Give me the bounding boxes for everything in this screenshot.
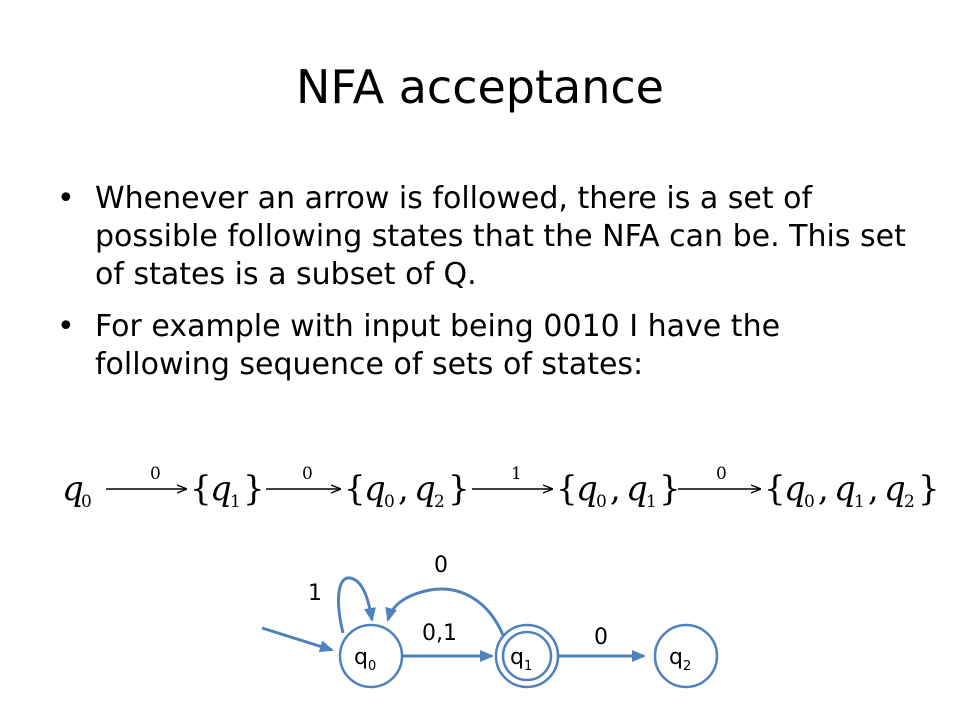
formula-start-sub: 0	[81, 492, 92, 512]
formula-arrow-symbol: 0	[302, 464, 313, 484]
state-label-sub: 2	[683, 659, 691, 674]
edge-label: 1	[308, 581, 322, 606]
formula-comma: ,	[398, 469, 409, 509]
edge-label: 0	[434, 553, 448, 578]
bullet-dot-icon: •	[57, 309, 75, 344]
bullet-text: For example with input being 0010 I have…	[95, 309, 781, 382]
state-circle	[338, 623, 404, 689]
formula-state-sub: 0	[384, 492, 395, 512]
formula-state: q	[626, 469, 648, 509]
bullet-list: • Whenever an arrow is followed, there i…	[57, 180, 907, 398]
formula-comma: ,	[610, 469, 621, 509]
formula-state-sub: 0	[596, 492, 607, 512]
formula-state: q	[414, 469, 436, 509]
formula-state: q	[834, 469, 856, 509]
formula-comma: ,	[868, 469, 879, 509]
formula-state-sub: 0	[804, 492, 815, 512]
state-circle-inner	[501, 630, 553, 682]
bullet-item: • Whenever an arrow is followed, there i…	[57, 180, 907, 294]
formula-arrow-symbol: 1	[511, 464, 522, 484]
edge-label: 0,1	[422, 621, 457, 646]
formula-brace-close: }	[918, 469, 940, 509]
formula-brace-open: {	[556, 469, 578, 509]
formula-state: q	[364, 469, 386, 509]
formula-arrow-symbol: 0	[716, 464, 727, 484]
formula-state: q	[884, 469, 906, 509]
bullet-dot-icon: •	[57, 181, 75, 216]
state-circle	[653, 623, 719, 689]
edge-q1-to-q0	[385, 587, 507, 641]
state-q2: q 2	[653, 623, 719, 689]
formula-state: q	[784, 469, 806, 509]
slide-title: NFA acceptance	[296, 60, 664, 114]
initial-state-arrow	[261, 626, 334, 653]
formula-brace-open: {	[764, 469, 786, 509]
state-label: q	[510, 645, 524, 670]
formula-arrow-symbol: 0	[150, 464, 161, 484]
formula-state-sub: 1	[646, 492, 657, 512]
edge-label: 0	[594, 625, 608, 650]
formula-brace-close: }	[659, 469, 681, 509]
bullet-text: Whenever an arrow is followed, there is …	[95, 181, 906, 292]
formula-brace-close: }	[243, 469, 265, 509]
formula-start-state: q	[62, 469, 84, 509]
state-label: q	[354, 645, 368, 670]
formula-state-sub: 2	[434, 492, 445, 512]
formula-brace-open: {	[190, 469, 212, 509]
state-label: q	[669, 645, 683, 670]
formula-brace-open: {	[344, 469, 366, 509]
formula-comma: ,	[818, 469, 829, 509]
state-label-sub: 0	[368, 659, 376, 674]
formula-state: q	[210, 469, 232, 509]
formula-state-sub: 1	[230, 492, 241, 512]
formula-state-sub: 1	[854, 492, 865, 512]
state-label-sub: 1	[524, 659, 532, 674]
state-q1: q 1	[494, 623, 560, 689]
edge-q0-self-loop	[337, 576, 376, 634]
bullet-item: • For example with input being 0010 I ha…	[57, 308, 907, 384]
formula-state: q	[576, 469, 598, 509]
formula-state-sub: 2	[904, 492, 915, 512]
formula-brace-close: }	[448, 469, 470, 509]
state-q0: q 0	[338, 623, 404, 689]
